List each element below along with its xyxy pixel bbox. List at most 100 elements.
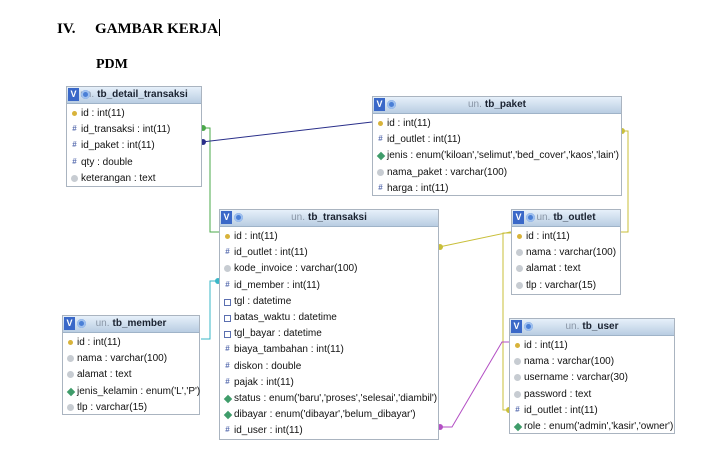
relation-detail-paket (201, 121, 373, 143)
table-header[interactable]: V un.tb_transaksi (220, 210, 438, 227)
settings-icon[interactable] (81, 90, 90, 99)
field-row[interactable]: nama : varchar(100) (510, 354, 674, 370)
field-row[interactable]: tgl : datetime (220, 294, 438, 310)
subheading: PDM (96, 57, 128, 72)
numeric-column-icon: # (225, 279, 230, 289)
field-row[interactable]: # id_transaksi : int(11) (67, 122, 201, 138)
field-label: id_member : int(11) (234, 279, 320, 291)
toggle-icon[interactable]: V (513, 211, 524, 224)
field-label: id_transaksi : int(11) (81, 124, 171, 136)
field-row[interactable]: jenis_kelamin : enum('L','P') (63, 384, 200, 400)
field-row[interactable]: #id_outlet : int(11) (373, 132, 621, 148)
field-row[interactable]: id : int(11) (220, 229, 438, 245)
field-row[interactable]: dibayar : enum('dibayar','belum_dibayar'… (220, 407, 438, 423)
table-tb-user[interactable]: V un.tb_user id : int(11)nama : varchar(… (509, 318, 675, 434)
table-prefix: un. (467, 99, 482, 110)
field-row[interactable]: #pajak : int(11) (220, 375, 438, 391)
text-column-icon (516, 249, 523, 257)
field-row[interactable]: #qty : double (67, 155, 201, 171)
table-tb-paket[interactable]: V un.tb_paket id : int(11)#id_outlet : i… (372, 96, 622, 196)
field-row[interactable]: #diskon : double (220, 359, 438, 375)
field-row[interactable]: keterangan : text (67, 171, 201, 187)
text-column-icon (67, 355, 74, 363)
settings-icon[interactable] (77, 319, 86, 328)
field-label: jenis : enum('kiloan','selimut','bed_cov… (387, 150, 619, 162)
numeric-column-icon: # (225, 425, 230, 435)
field-row[interactable]: tgl_bayar : datetime (220, 326, 438, 342)
text-column-icon (71, 174, 78, 182)
field-label: tgl_bayar : datetime (234, 328, 322, 340)
field-row[interactable]: nama : varchar(100) (512, 245, 620, 261)
table-header[interactable]: V un.tb_member (63, 316, 199, 333)
toggle-icon[interactable]: V (68, 88, 79, 101)
field-label: alamat : text (77, 369, 132, 381)
field-row[interactable]: id : int(11) (67, 106, 201, 122)
settings-icon[interactable] (526, 213, 535, 222)
field-row[interactable]: kode_invoice : varchar(100) (220, 261, 438, 277)
datetime-column-icon (224, 298, 231, 306)
field-row[interactable]: #id_paket : int(11) (67, 138, 201, 154)
text-column-icon (224, 265, 231, 273)
field-row[interactable]: #harga : int(11) (373, 181, 621, 197)
section-heading: IV.GAMBAR KERJA (57, 19, 220, 38)
field-row[interactable]: batas_waktu : datetime (220, 310, 438, 326)
field-label: biaya_tambahan : int(11) (234, 344, 344, 356)
settings-icon[interactable] (387, 100, 396, 109)
field-row[interactable]: id : int(11) (63, 335, 199, 351)
field-row[interactable]: tlp : varchar(15) (512, 278, 620, 294)
text-column-icon (514, 390, 521, 398)
table-header[interactable]: V un.tb_detail_transaksi (67, 87, 201, 104)
relation-paket-outlet (621, 130, 629, 233)
table-header[interactable]: V un.tb_outlet (512, 210, 620, 227)
text-column-icon (514, 374, 521, 382)
field-row[interactable]: #id_outlet : int(11) (220, 245, 438, 261)
field-row[interactable]: alamat : text (63, 367, 199, 383)
field-row[interactable]: #biaya_tambahan : int(11) (220, 342, 438, 358)
field-row[interactable]: status : enum('baru','proses','selesai',… (220, 391, 438, 407)
text-column-icon (377, 168, 384, 176)
numeric-column-icon: # (72, 124, 77, 134)
field-row[interactable]: # id_member : int(11) (220, 278, 438, 294)
field-row[interactable]: id : int(11) (510, 338, 674, 354)
field-row[interactable]: jenis : enum('kiloan','selimut','bed_cov… (373, 148, 621, 164)
settings-icon[interactable] (524, 322, 533, 331)
table-tb-member[interactable]: V un.tb_member id : int(11) nama : varcha… (62, 315, 200, 415)
enum-column-icon (376, 152, 386, 161)
settings-icon[interactable] (234, 213, 243, 222)
text-cursor (218, 19, 220, 36)
field-row[interactable]: nama_paket : varchar(100) (373, 165, 621, 181)
table-header[interactable]: V un.tb_paket (373, 97, 621, 114)
field-row[interactable]: #id_outlet : int(11) (510, 403, 674, 419)
field-label: id_user : int(11) (234, 425, 303, 437)
table-header[interactable]: V un.tb_user (510, 319, 674, 336)
table-tb-outlet[interactable]: V un.tb_outlet id : int(11)nama : varcha… (511, 209, 621, 295)
field-row[interactable]: role : enum('admin','kasir','owner') (510, 419, 674, 435)
text-column-icon (516, 265, 523, 273)
field-row[interactable]: alamat : text (512, 261, 620, 277)
toggle-icon[interactable]: V (374, 98, 385, 111)
datetime-column-icon (224, 314, 231, 322)
toggle-icon[interactable]: V (64, 317, 75, 330)
field-row[interactable]: nama : varchar(100) (63, 351, 199, 367)
field-row[interactable]: tlp : varchar(15) (63, 400, 199, 416)
table-tb-detail-transaksi[interactable]: V un.tb_detail_transaksi id : int(11)#id… (66, 86, 202, 187)
field-label: qty : double (81, 156, 133, 168)
field-label: id : int(11) (77, 337, 121, 348)
field-row[interactable]: password : text (510, 387, 674, 403)
toggle-icon[interactable]: V (221, 211, 232, 224)
primary-key-icon (378, 121, 383, 126)
field-row[interactable]: id : int(11) (512, 229, 620, 245)
table-name: tb_user (582, 321, 619, 332)
toggle-icon[interactable]: V (511, 320, 522, 333)
field-row[interactable]: # id_user : int(11) (220, 423, 438, 439)
field-label: status : enum('baru','proses','selesai',… (234, 392, 438, 404)
numeric-column-icon: # (225, 247, 230, 257)
table-name: tb_detail_transaksi (97, 89, 188, 100)
field-row[interactable]: username : varchar(30) (510, 370, 674, 386)
table-prefix: un. (565, 321, 580, 332)
table-name: tb_paket (484, 99, 527, 110)
field-label: keterangan : text (81, 172, 156, 184)
table-tb-transaksi[interactable]: V un.tb_transaksi id : int(11)#id_outlet… (219, 209, 439, 440)
field-row[interactable]: id : int(11) (373, 116, 621, 132)
numeric-column-icon: # (378, 182, 383, 192)
